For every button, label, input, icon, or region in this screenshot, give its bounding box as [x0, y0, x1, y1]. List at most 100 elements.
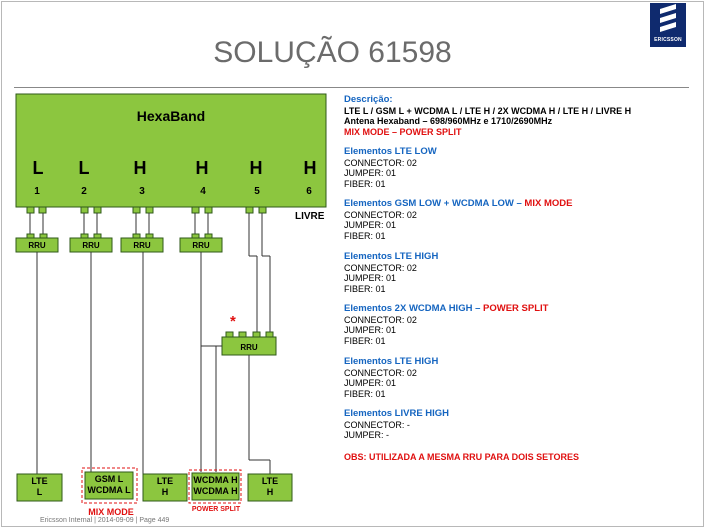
band-letter-5: H [249, 158, 263, 178]
connector-1a [26, 206, 35, 214]
unit-5-line2: H [266, 487, 274, 497]
port-number-2: 2 [81, 186, 87, 197]
connector-5a [245, 206, 254, 214]
section-wcdma-high-fiber: FIBER: 01 [344, 335, 386, 346]
connector-1b [38, 206, 47, 214]
rru-1-label: RRU [28, 241, 46, 250]
power-split-frame [188, 469, 242, 504]
rru-2-label: RRU [82, 241, 100, 250]
unit-wcdma-h [191, 472, 240, 501]
unit-3-label: LTE H [143, 476, 187, 498]
band-letter-1: L [32, 158, 44, 178]
section-lte-high-2-fiber: FIBER: 01 [344, 388, 386, 399]
unit-lte-l [16, 473, 63, 502]
antenna-body [15, 93, 327, 208]
section-lte-low-head: Elementos LTE LOW [344, 146, 437, 157]
ericsson-logo-icon [660, 4, 676, 32]
band-letter-4: H [195, 158, 209, 178]
section-lte-high-1-connector: CONNECTOR: 02 [344, 262, 417, 273]
port-number-3: 3 [139, 186, 145, 197]
description-line-3: MIX MODE – POWER SPLIT [344, 126, 462, 137]
obs-note: OBS: UTILIZADA A MESMA RRU PARA DOIS SET… [344, 452, 580, 462]
connector-3b [145, 206, 154, 214]
section-wcdma-high-head-text: Elementos 2X WCDMA HIGH – [344, 303, 481, 314]
band-letter-2: L [78, 158, 90, 178]
port-number-6: 6 [306, 186, 312, 197]
band-letter-6: H [303, 158, 317, 178]
unit-1-label: LTE L [17, 476, 62, 498]
section-wcdma-high-connector: CONNECTOR: 02 [344, 314, 417, 325]
section-livre-high-jumper: JUMPER: - [344, 430, 389, 440]
power-split-tag: POWER SPLIT [191, 506, 241, 513]
port-number-5: 5 [254, 186, 260, 197]
unit-lte-h-2 [247, 473, 293, 502]
section-livre-high: Elementos LIVRE HIGH CONNECTOR: - JUMPER… [344, 408, 694, 441]
top-rrus [15, 233, 223, 253]
unit-2-line1: GSM L [94, 474, 124, 484]
section-lte-high-1: Elementos LTE HIGH CONNECTOR: 02 JUMPER:… [344, 251, 694, 294]
section-wcdma-high: Elementos 2X WCDMA HIGH – POWER SPLIT CO… [344, 303, 694, 346]
connector-2b [93, 206, 102, 214]
rru-5-label: RRU [240, 343, 258, 352]
asterisk-marker: * [230, 313, 236, 330]
section-wcdma-high-head: Elementos 2X WCDMA HIGH – POWER SPLIT [344, 303, 694, 315]
jumpers-antenna-rru [29, 213, 271, 332]
section-wcdma-high-jumper: JUMPER: 01 [344, 325, 397, 335]
fibers-rru-units [36, 252, 271, 474]
description-line-2: Antena Hexaband – 698/960MHz e 1710/2690… [344, 116, 553, 126]
section-lte-high-1-head: Elementos LTE HIGH [344, 251, 439, 262]
rru-3 [120, 237, 164, 253]
unit-5-label: LTE H [248, 476, 292, 498]
unit-5-line1: LTE [261, 476, 279, 486]
red-dashed-frames [81, 467, 242, 504]
unit-lte-h-1 [142, 473, 188, 502]
footer: Ericsson Internal | 2014-09-09 | Page 44… [40, 517, 170, 524]
description-line-1: LTE L / GSM L + WCDMA L / LTE H / 2X WCD… [344, 105, 632, 116]
mix-mode-frame [81, 467, 138, 504]
livre-label: LIVRE [295, 211, 325, 222]
unit-3-line2: H [161, 487, 169, 497]
rru-4-label: RRU [192, 241, 210, 250]
section-lte-high-2-head: Elementos LTE HIGH [344, 356, 439, 367]
unit-gsm-wcdma-l [84, 471, 134, 500]
section-lte-high-1-fiber: FIBER: 01 [344, 283, 386, 294]
section-lte-high-2-connector: CONNECTOR: 02 [344, 367, 417, 378]
section-lte-low-jumper: JUMPER: 01 [344, 168, 397, 178]
antenna-connectors [26, 206, 267, 214]
section-lte-low-fiber: FIBER: 01 [344, 178, 386, 189]
section-lte-high-2: Elementos LTE HIGH CONNECTOR: 02 JUMPER:… [344, 356, 694, 399]
connector-2a [80, 206, 89, 214]
section-gsm-wcdma-low-fiber: FIBER: 01 [344, 230, 386, 241]
port-number-1: 1 [34, 186, 40, 197]
unit-4-label: WCDMA H WCDMA H [192, 475, 239, 497]
unit-1-line2: L [36, 487, 43, 497]
section-wcdma-high-head-red: POWER SPLIT [483, 303, 549, 314]
antenna-name: HexaBand [136, 108, 206, 124]
port-number-4: 4 [200, 186, 206, 197]
ericsson-logo: ERICSSON [650, 3, 686, 47]
mix-mode-tag: MIX MODE [88, 507, 134, 517]
section-livre-high-head: Elementos LIVRE HIGH [344, 408, 450, 419]
section-livre-high-connector: CONNECTOR: - [344, 419, 410, 430]
section-gsm-wcdma-low-jumper: JUMPER: 01 [344, 220, 397, 230]
unit-2-line2: WCDMA L [87, 485, 131, 495]
title-divider [14, 87, 689, 88]
section-lte-high-1-jumper: JUMPER: 01 [344, 273, 397, 283]
description-block: Descrição: LTE L / GSM L + WCDMA L / LTE… [344, 94, 694, 137]
connector-4a [191, 206, 200, 214]
page-title: SOLUÇÃO 61598 [213, 36, 452, 69]
connector-3a [132, 206, 141, 214]
connector-5b [258, 206, 267, 214]
section-lte-high-2-jumper: JUMPER: 01 [344, 378, 397, 388]
unit-2-label: GSM L WCDMA L [85, 474, 133, 496]
section-gsm-wcdma-low-head-red: MIX MODE [524, 198, 573, 209]
unit-4-line1: WCDMA H [193, 475, 238, 485]
section-lte-low: Elementos LTE LOW CONNECTOR: 02 JUMPER: … [344, 146, 694, 189]
description-heading: Descrição: [344, 94, 393, 105]
logo-text: ERICSSON [654, 37, 682, 43]
bottom-units [16, 471, 293, 502]
section-lte-low-connector: CONNECTOR: 02 [344, 157, 417, 168]
connector-4b [204, 206, 213, 214]
